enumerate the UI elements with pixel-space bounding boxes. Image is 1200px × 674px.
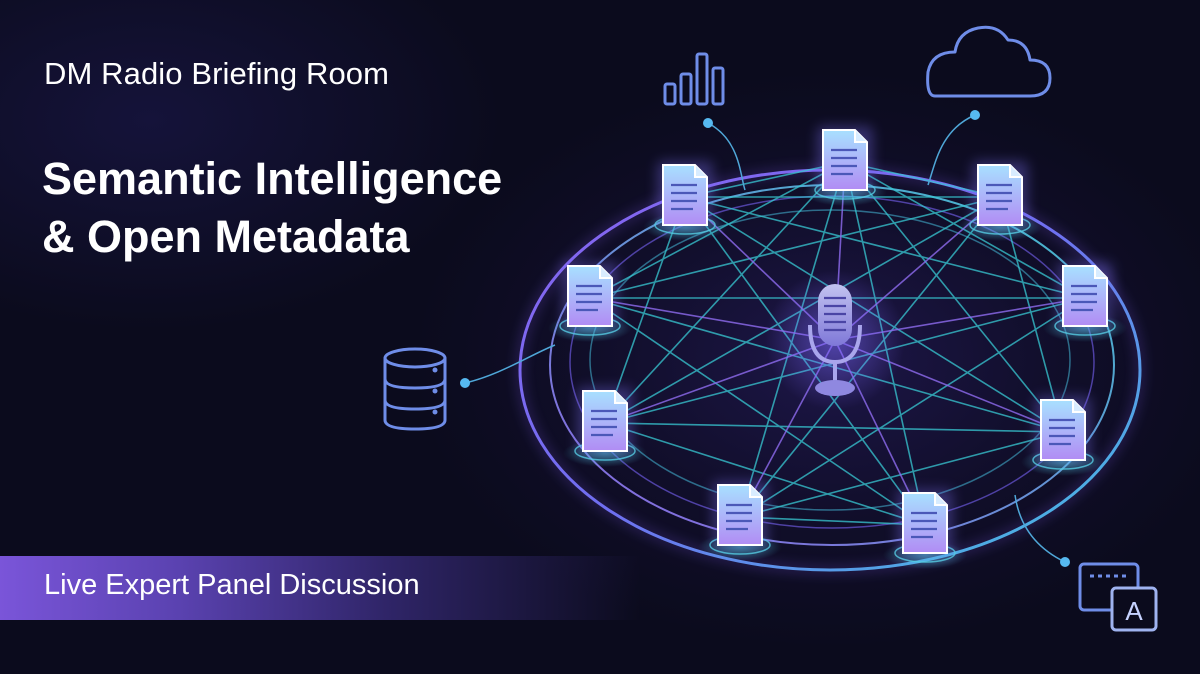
document-icon [803,126,887,206]
satellite-connectors [464,114,1066,563]
banner-label: Live Expert Panel Discussion [44,569,420,601]
document-icon [643,161,727,241]
document-icon [1043,262,1127,342]
document-icon [958,161,1042,241]
title-line-1: Semantic Intelligence [42,153,503,204]
microphone-icon [765,270,905,410]
translate-icon: A [1078,562,1158,632]
document-nodes [548,126,1127,569]
title-line-2: & Open Metadata [42,211,410,262]
connector-dot [1060,557,1070,567]
banner-bar [0,556,640,620]
cloud-icon [926,25,1052,98]
document-icon [1021,396,1105,476]
document-icon [698,481,782,561]
brand-name: DM Radio Briefing Room [44,56,390,91]
translate-letter: A [1125,596,1143,626]
connector-dot [970,110,980,120]
connector-dot [460,378,470,388]
database-icon [383,347,447,431]
page-title: Semantic Intelligence & Open Metadata [42,150,642,266]
document-icon [883,489,967,569]
document-icon [548,262,632,342]
document-icon [563,387,647,467]
bar-chart-icon [663,52,725,106]
connector-dot [703,118,713,128]
